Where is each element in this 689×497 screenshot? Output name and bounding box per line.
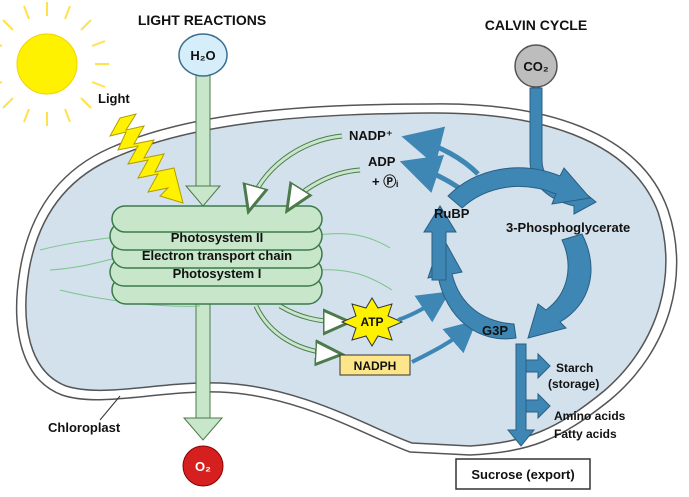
chloroplast xyxy=(15,103,678,456)
nadph-label: NADPH xyxy=(354,359,397,373)
o2-bubble xyxy=(182,445,224,487)
adp-label: ADP xyxy=(368,154,396,169)
nadph-box xyxy=(339,354,411,376)
storage-label: (storage) xyxy=(548,377,599,391)
chloroplast-label: Chloroplast xyxy=(48,420,121,435)
sun-icon xyxy=(0,2,109,126)
sucrose-export-box xyxy=(455,458,591,490)
electron-transport-chain-label: Electron transport chain xyxy=(142,248,292,263)
sucrose-export-label: Sucrose (export) xyxy=(471,467,574,482)
co2-label: CO₂ xyxy=(523,59,549,74)
pi-label: + Ⓟᵢ xyxy=(372,174,398,189)
calvin-cycle-arrows xyxy=(423,167,592,340)
atp-label: ATP xyxy=(360,315,383,329)
lightning-bolt-icon xyxy=(109,113,184,204)
light-reactions-header: LIGHT REACTIONS xyxy=(138,12,266,28)
co2-bubble xyxy=(514,44,558,88)
chloroplast-pointer-line xyxy=(99,395,121,421)
g3p-output-arrows xyxy=(506,343,551,447)
atp-starburst xyxy=(340,297,404,347)
light-label: Light xyxy=(98,91,130,106)
nadph-to-cycle-arrow xyxy=(411,320,478,364)
cycle-to-nadp-arrow xyxy=(401,126,480,176)
fatty-acids-label: Fatty acids xyxy=(554,427,617,441)
photosystem-i-label: Photosystem I xyxy=(173,266,262,281)
chloroplast-stroma xyxy=(25,112,667,447)
photosystem-ii-label: Photosystem II xyxy=(171,230,263,245)
h2o-label: H₂O xyxy=(190,48,215,63)
rubp-label: RuBP xyxy=(434,206,470,221)
calvin-cycle-header: CALVIN CYCLE xyxy=(485,17,587,33)
three-pg-label: 3-Phosphoglycerate xyxy=(506,220,630,235)
o2-label: O₂ xyxy=(195,459,211,474)
starch-label: Starch xyxy=(556,361,593,375)
thylakoid-stack xyxy=(39,205,393,307)
nadp-plus-label: NADP⁺ xyxy=(349,128,393,143)
g3p-label: G3P xyxy=(482,323,508,338)
amino-acids-label: Amino acids xyxy=(554,409,626,423)
atp-to-cycle-arrow xyxy=(397,291,450,323)
h2o-bubble xyxy=(178,33,228,77)
o2-output-arrow xyxy=(182,299,224,441)
